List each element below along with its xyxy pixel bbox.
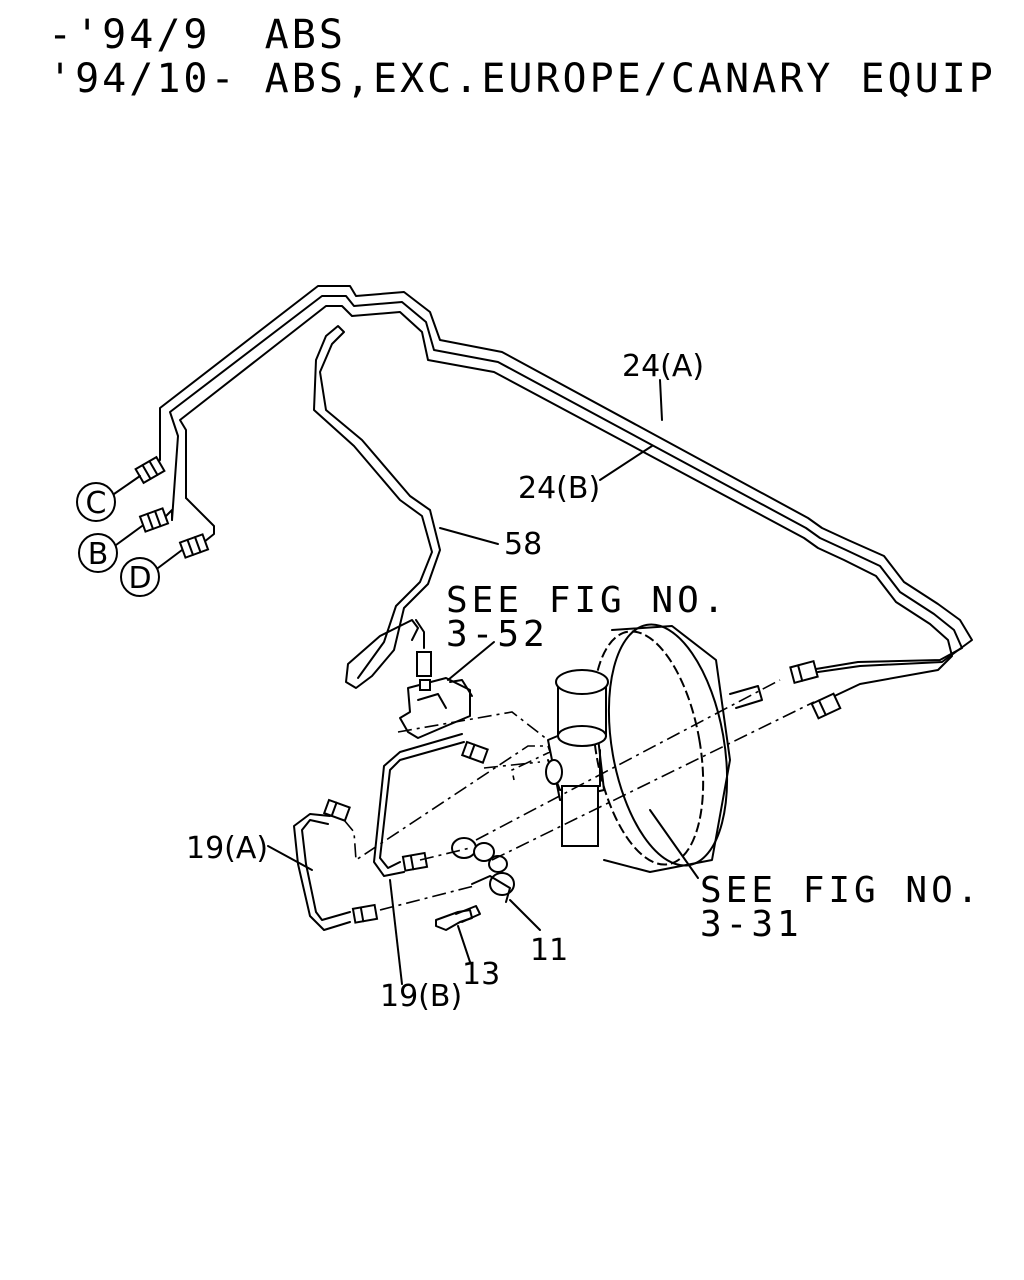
- ref-fig-3-52-line2: 3-52: [446, 614, 549, 655]
- brake-pipe-19a: [293, 813, 351, 931]
- brake-pipe-24: [151, 285, 973, 701]
- label-58: 58: [504, 527, 542, 562]
- svg-text:C: C: [86, 486, 107, 521]
- svg-text:B: B: [88, 537, 109, 572]
- master-cylinder: [545, 669, 609, 847]
- header-line-1: -'94/9 ABS: [48, 12, 346, 58]
- ref-fig-3-31-line2: 3-31: [700, 904, 803, 945]
- leader-lines: [267, 379, 699, 985]
- ref-fig-3-31-line1: SEE FIG NO.: [700, 870, 982, 911]
- connector-d: D: [120, 549, 183, 597]
- svg-text:D: D: [128, 561, 151, 596]
- label-11: 11: [530, 933, 568, 968]
- abs-valve-block: [399, 651, 473, 739]
- fittings-left: [134, 455, 210, 559]
- brake-pipe-58: [313, 325, 441, 689]
- header-line-2: '94/10- ABS,EXC.EUROPE/CANARY EQUIP: [48, 56, 996, 102]
- ref-fig-3-52-line1: SEE FIG NO.: [446, 580, 728, 621]
- fittings-center: [322, 659, 842, 924]
- brake-pipe-19b: [373, 733, 465, 877]
- label-24a: 24(A): [622, 349, 704, 384]
- connector-c: C: [76, 475, 141, 522]
- connector-b: B: [78, 525, 143, 573]
- label-19b: 19(B): [380, 979, 462, 1014]
- label-13: 13: [462, 957, 500, 992]
- label-19a: 19(A): [186, 831, 268, 866]
- pipe-joint-11: [451, 837, 515, 903]
- label-24b: 24(B): [518, 471, 600, 506]
- bolt-13: [435, 905, 481, 931]
- phantom-lines: [343, 679, 815, 911]
